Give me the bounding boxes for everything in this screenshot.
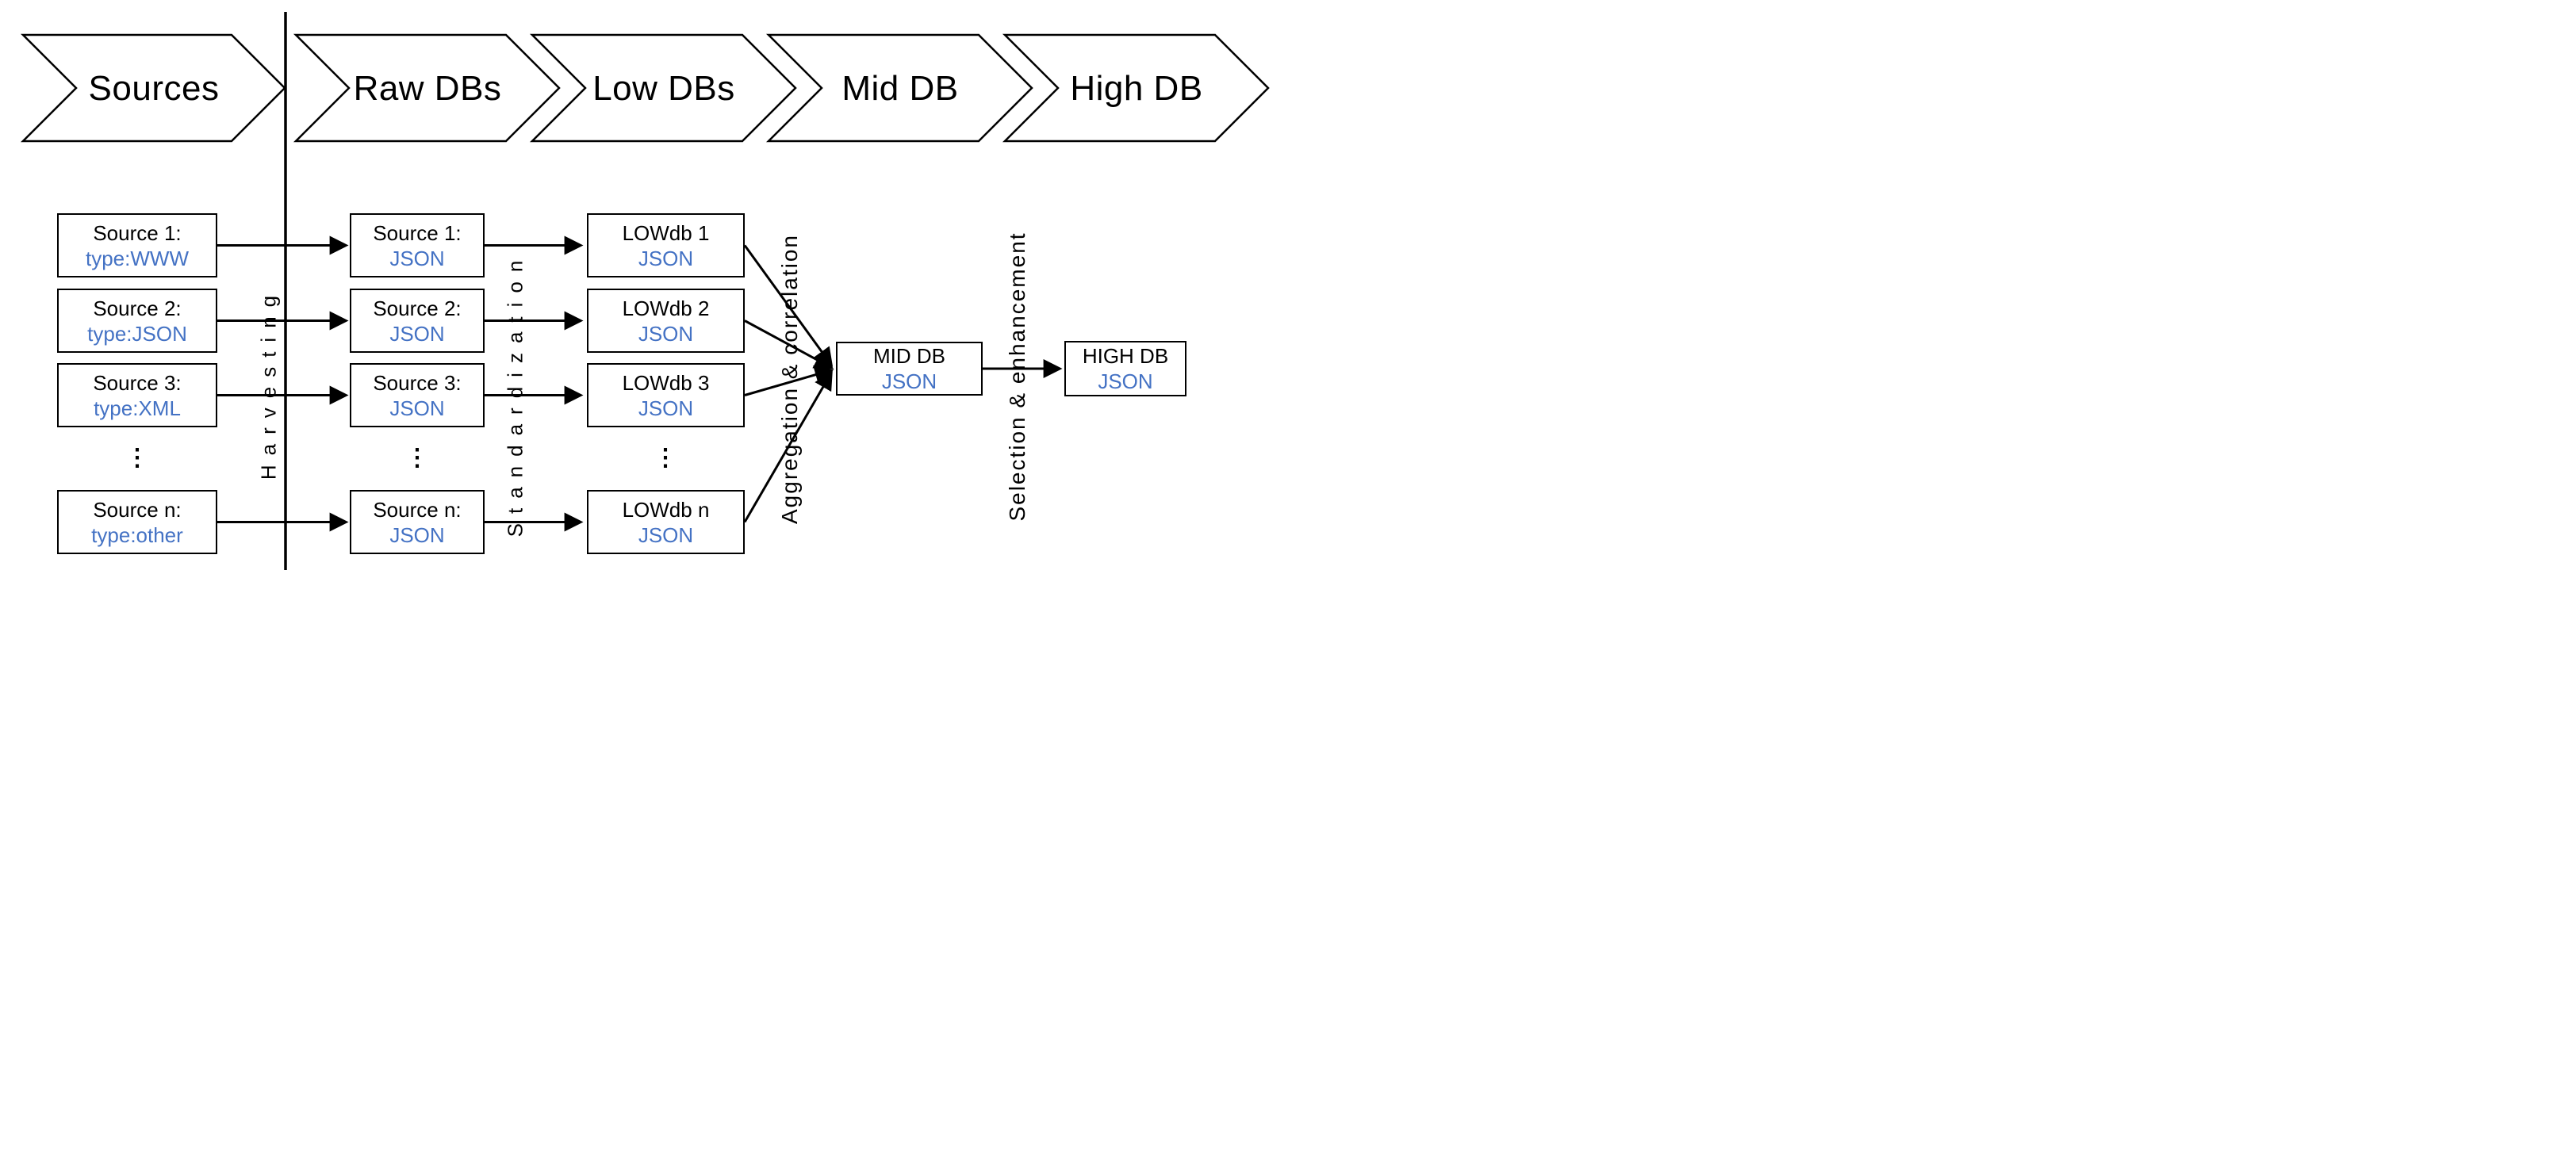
- high-db-format: JSON: [1098, 369, 1153, 393]
- low-n-title: LOWdb n: [622, 497, 710, 522]
- stage-label-low-dbs: Low DBs: [592, 69, 735, 108]
- low-db-box-2: LOWdb 2 JSON: [587, 289, 745, 353]
- process-label-selection-enhancement: Selection & enhancement: [1005, 231, 1029, 522]
- chevron-high-db: [1002, 33, 1270, 143]
- arrow-low1-mid: [743, 244, 834, 367]
- low-db-box-n: LOWdb n JSON: [587, 490, 745, 554]
- chevron-raw-dbs: [293, 33, 561, 143]
- low-db-box-3: LOWdb 3 JSON: [587, 363, 745, 427]
- high-db-box: HIGH DB JSON: [1064, 341, 1186, 396]
- raw-n-title: Source n:: [373, 497, 462, 522]
- low-1-format: JSON: [638, 246, 694, 270]
- source-3-type: type:XML: [94, 396, 181, 420]
- source-1-title: Source 1:: [93, 220, 182, 245]
- diagram-shapes: [20, 12, 1270, 570]
- stage-label-raw-dbs: Raw DBs: [353, 69, 502, 108]
- mid-db-format: JSON: [881, 369, 937, 393]
- arrow-lown-mid: [743, 370, 833, 523]
- chevron-sources: [20, 33, 286, 143]
- low-ellipsis: ⋮: [654, 445, 677, 471]
- raw-3-format: JSON: [389, 396, 445, 420]
- stage-label-high-db: High DB: [1070, 69, 1203, 108]
- raw-db-box-2: Source 2: JSON: [350, 289, 485, 353]
- raw-db-box-1: Source 1: JSON: [350, 213, 485, 277]
- source-box-3: Source 3: type:XML: [57, 363, 217, 427]
- low-3-format: JSON: [638, 396, 694, 420]
- raw-3-title: Source 3:: [373, 370, 462, 395]
- low-2-title: LOWdb 2: [622, 296, 710, 320]
- source-2-type: type:JSON: [87, 321, 187, 346]
- process-label-harvesting: Harvesting: [256, 285, 281, 480]
- low-db-box-1: LOWdb 1 JSON: [587, 213, 745, 277]
- source-box-n: Source n: type:other: [57, 490, 217, 554]
- source-n-title: Source n:: [93, 497, 182, 522]
- low-1-title: LOWdb 1: [622, 220, 710, 245]
- raw-db-box-3: Source 3: JSON: [350, 363, 485, 427]
- raw-n-format: JSON: [389, 522, 445, 547]
- process-label-aggregation-correlation: Aggregation & correlation: [777, 234, 802, 524]
- stage-label-sources: Sources: [88, 69, 220, 108]
- arrow-low2-mid: [744, 319, 834, 369]
- source-1-type: type:WWW: [86, 246, 189, 270]
- raw-1-title: Source 1:: [373, 220, 462, 245]
- process-label-standardization: Standardization: [503, 251, 527, 538]
- chevron-low-dbs: [529, 33, 797, 143]
- source-2-title: Source 2:: [93, 296, 182, 320]
- low-3-title: LOWdb 3: [622, 370, 710, 395]
- low-2-format: JSON: [638, 321, 694, 346]
- chevron-mid-db: [765, 33, 1033, 143]
- source-box-2: Source 2: type:JSON: [57, 289, 217, 353]
- stage-label-mid-db: Mid DB: [841, 69, 959, 108]
- source-n-type: type:other: [91, 522, 183, 547]
- raw-2-title: Source 2:: [373, 296, 462, 320]
- raw-2-format: JSON: [389, 321, 445, 346]
- mid-db-box: MID DB JSON: [836, 342, 983, 396]
- sources-ellipsis: ⋮: [125, 445, 149, 471]
- source-3-title: Source 3:: [93, 370, 182, 395]
- raw-1-format: JSON: [389, 246, 445, 270]
- raw-ellipsis: ⋮: [405, 445, 429, 471]
- mid-db-title: MID DB: [873, 344, 945, 368]
- pipeline-diagram: Sources Raw DBs Low DBs Mid DB High DB H…: [0, 0, 1288, 584]
- source-box-1: Source 1: type:WWW: [57, 213, 217, 277]
- low-n-format: JSON: [638, 522, 694, 547]
- high-db-title: HIGH DB: [1082, 344, 1169, 368]
- raw-db-box-n: Source n: JSON: [350, 490, 485, 554]
